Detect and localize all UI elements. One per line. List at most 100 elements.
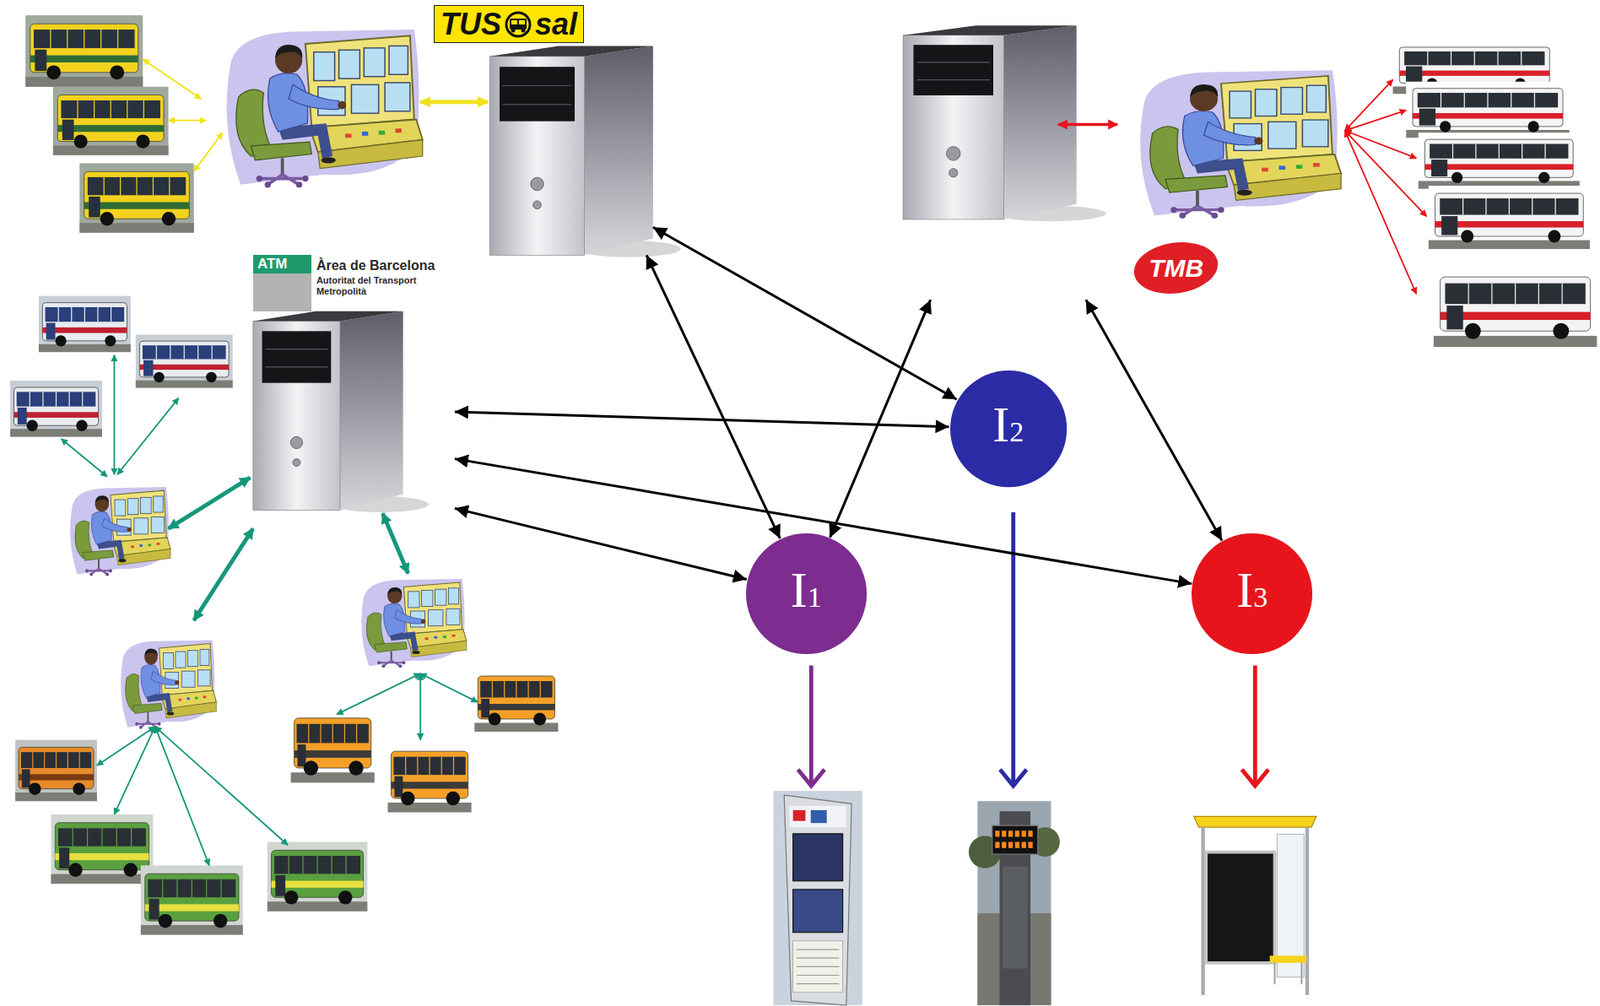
bus-wheel [205, 372, 217, 384]
output-arrow [1253, 664, 1258, 786]
window-pillar [302, 855, 303, 874]
drive-slot [264, 348, 329, 350]
totem-screen [793, 833, 844, 882]
chair-wheel [401, 660, 406, 665]
window-pillar [527, 681, 529, 698]
window-pillar [1531, 198, 1533, 215]
road [1428, 240, 1590, 249]
bus-wheel [303, 760, 319, 775]
link-arrow [1058, 123, 1118, 127]
window-pillar [1510, 92, 1512, 108]
bus-wheel [158, 913, 173, 928]
window-pillar [126, 100, 128, 119]
console-screen [127, 498, 139, 515]
poster-line [796, 966, 839, 968]
person-hair [275, 44, 303, 59]
bus-windows [60, 100, 161, 119]
chair-wheel [1210, 212, 1218, 219]
led-dots [994, 830, 1000, 837]
drive-slot [502, 85, 572, 87]
window-pillar [1561, 283, 1563, 305]
console-screen [448, 588, 460, 605]
window-pillar [332, 724, 334, 744]
icon-ring [506, 12, 530, 37]
road [50, 874, 153, 885]
person-arm [288, 84, 339, 109]
bus-windows [21, 751, 92, 768]
window-pillar [66, 29, 68, 49]
bus-body [57, 95, 164, 142]
road [135, 380, 233, 389]
window-pillar [81, 391, 83, 406]
window-pillar [316, 855, 318, 874]
company-logo: TUSsal [433, 5, 584, 44]
led-dots [1008, 842, 1013, 849]
bus-photo [15, 740, 98, 802]
server-top [253, 311, 404, 322]
person-hair [387, 587, 402, 595]
window-pillar [405, 756, 406, 775]
console-button [178, 698, 183, 702]
bus-body [18, 746, 94, 789]
window-pillar [101, 827, 103, 846]
bus-windows [58, 827, 146, 846]
person-arm [102, 518, 128, 533]
bus-body [271, 849, 364, 898]
window-pillar [86, 827, 88, 846]
bus-windows [16, 391, 97, 406]
window-pillar [110, 100, 112, 119]
node-label: I2 [992, 394, 1024, 462]
output-arrowhead [1242, 769, 1269, 786]
photo-background [15, 740, 98, 802]
person-hand [421, 619, 426, 624]
window-pillar [1497, 51, 1498, 65]
chair-wheel [302, 175, 309, 182]
console-button [394, 128, 401, 133]
window-pillar [503, 681, 505, 698]
window-pillar [1534, 92, 1536, 108]
logo-bus-icon [503, 10, 533, 39]
window-pillar [42, 391, 44, 406]
totem-logo [793, 810, 806, 822]
operator-server: ATMÀrea de BarcelonaAutoritat del Transp… [253, 254, 455, 510]
window-pillar [130, 827, 132, 846]
bus-photo [135, 335, 233, 389]
shelter-panel [1205, 852, 1275, 963]
data-link-arrow [646, 254, 780, 539]
window-pillar [416, 756, 418, 775]
road [387, 802, 471, 813]
drive-bays [499, 66, 575, 121]
road [267, 901, 368, 912]
window-pillar [119, 177, 121, 195]
photo-background [53, 86, 169, 156]
reset-button [533, 200, 542, 210]
console-front [117, 549, 171, 566]
road [10, 428, 103, 437]
chair-wheel [105, 572, 109, 576]
server-tower [489, 45, 681, 257]
chair-seat [132, 702, 163, 714]
icon-wheel [520, 27, 525, 33]
led-dots [994, 842, 1000, 849]
bus-door [1441, 216, 1458, 235]
led-dots [1001, 830, 1006, 837]
bus-photo [79, 162, 194, 233]
window-pillar [100, 29, 102, 49]
link-arrow [1345, 110, 1407, 131]
console-screen [151, 516, 164, 533]
bus-photo [1433, 267, 1597, 347]
bus-windows [142, 345, 227, 359]
logo-text: sal [535, 6, 578, 42]
bus-windows [45, 307, 125, 322]
window-pillar [116, 827, 118, 846]
window-pillar [1508, 198, 1510, 215]
bench-leg [1274, 962, 1276, 984]
console-screen [408, 591, 420, 608]
link-arrow [168, 477, 251, 529]
road [15, 792, 98, 801]
bus-wheel [27, 420, 38, 432]
chair-wheel [1170, 206, 1178, 213]
person-arm [151, 670, 176, 686]
node-label: I3 [1236, 560, 1268, 628]
window-pillar [156, 345, 157, 359]
